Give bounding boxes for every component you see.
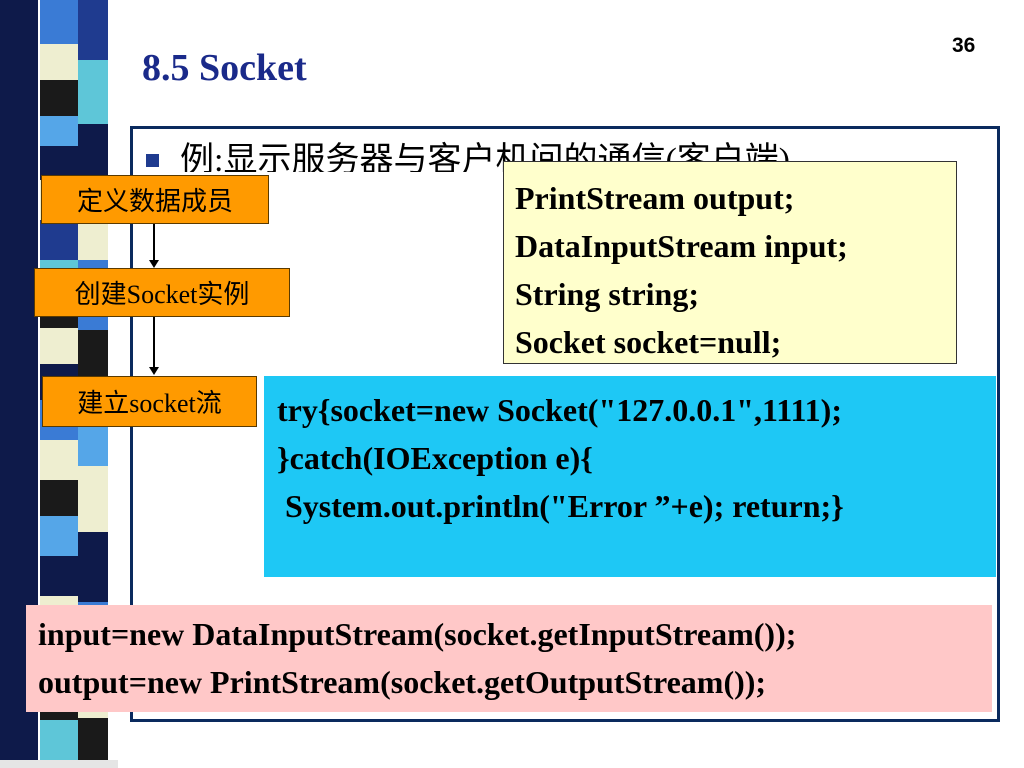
flow-connector (153, 224, 155, 262)
code-line: Socket socket=null; (515, 324, 782, 360)
code-line: }catch(IOException e){ (277, 440, 593, 476)
slide-title: 8.5 Socket (142, 47, 307, 89)
step-open-streams: 建立socket流 (42, 376, 257, 427)
step-create-socket: 创建Socket实例 (34, 268, 290, 317)
try-catch-code-box: try{socket=new Socket("127.0.0.1",1111);… (264, 376, 996, 577)
code-line: try{socket=new Socket("127.0.0.1",1111); (277, 392, 842, 428)
code-line: input=new DataInputStream(socket.getInpu… (38, 616, 797, 652)
code-line: DataInputStream input; (515, 228, 848, 264)
declarations-code-box: PrintStream output; DataInputStream inpu… (503, 161, 957, 364)
code-line: PrintStream output; (515, 180, 795, 216)
arrow-down-icon (149, 367, 159, 375)
page-number: 36 (952, 34, 976, 57)
bullet-square-icon (146, 154, 159, 167)
stream-code-box: input=new DataInputStream(socket.getInpu… (26, 605, 992, 712)
code-line: String string; (515, 276, 699, 312)
flow-connector (153, 317, 155, 369)
arrow-down-icon (149, 260, 159, 268)
code-line: output=new PrintStream(socket.getOutputS… (38, 664, 767, 700)
step-define-members: 定义数据成员 (41, 175, 269, 224)
code-line: System.out.println("Error ”+e); return;} (277, 488, 844, 524)
